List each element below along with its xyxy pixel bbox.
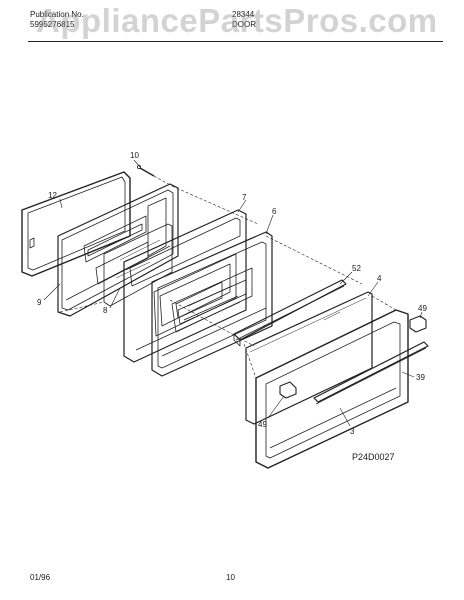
- diagram-code: P24D0027: [352, 452, 395, 462]
- header-divider: [28, 41, 443, 42]
- part-outer-glass: [245, 291, 373, 425]
- assembly-lines: [59, 175, 397, 379]
- watermark: AppliancePartsPros.com: [36, 2, 438, 39]
- model-number: 28344: [232, 10, 255, 19]
- part-handle-cap: [279, 315, 427, 399]
- callout-12: 12: [48, 191, 57, 200]
- part-gasket: [21, 171, 131, 277]
- callout-10: 10: [130, 151, 139, 160]
- callout-6: 6: [272, 207, 277, 216]
- leader-lines: [43, 159, 423, 427]
- callout-9: 9: [37, 298, 42, 307]
- footer-page-number: 10: [226, 573, 235, 582]
- callout-8: 8: [103, 306, 108, 315]
- part-door-frame: [151, 231, 273, 377]
- callout-3: 3: [350, 427, 355, 436]
- callout-39: 39: [416, 373, 425, 382]
- publication-number: 5995276815: [30, 20, 75, 29]
- callout-49-left: 49: [258, 420, 267, 429]
- part-handle: [313, 341, 429, 405]
- publication-label: Publication No.: [30, 10, 84, 19]
- callout-4: 4: [377, 274, 382, 283]
- footer-date: 01/96: [30, 573, 51, 582]
- callout-52: 52: [352, 264, 361, 273]
- callout-7: 7: [242, 193, 247, 202]
- part-door-liner: [123, 209, 247, 363]
- part-outer-door: [57, 183, 179, 317]
- part-top-trim: [233, 279, 347, 347]
- callout-49-right: 49: [418, 304, 427, 313]
- section-title: DOOR: [232, 20, 256, 29]
